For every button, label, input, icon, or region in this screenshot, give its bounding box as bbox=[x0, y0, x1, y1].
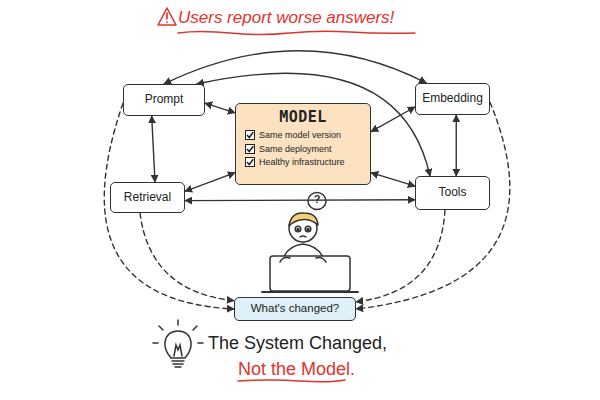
component-box: Embedding bbox=[415, 83, 490, 115]
checkbox-square bbox=[246, 131, 255, 140]
thought-bubble bbox=[308, 193, 326, 210]
laptop-base bbox=[262, 291, 358, 293]
person-hair bbox=[289, 213, 318, 226]
component-box: Tools bbox=[415, 176, 490, 210]
checkbox-tick bbox=[247, 133, 253, 138]
conclusion-emphasis: Not the Model. bbox=[238, 359, 355, 380]
dashed-connector bbox=[356, 102, 510, 309]
checklist-item: Same deployment bbox=[236, 144, 370, 154]
person-eye bbox=[295, 226, 301, 232]
laptop-screen bbox=[270, 256, 350, 291]
checkbox-icon bbox=[245, 144, 255, 154]
node-label: Embedding bbox=[422, 92, 483, 106]
warning-mark bbox=[166, 13, 168, 23]
checkbox-tick bbox=[247, 146, 253, 151]
caption-underline bbox=[238, 380, 345, 382]
person-pupil bbox=[307, 229, 309, 231]
dashed-connector bbox=[140, 213, 234, 301]
connector-arrow bbox=[185, 173, 235, 192]
person-hands bbox=[280, 258, 326, 263]
node-label: Retrieval bbox=[124, 191, 171, 205]
title-underline bbox=[178, 31, 415, 34]
node-heading: MODEL bbox=[236, 109, 370, 126]
node-label: Prompt bbox=[145, 93, 184, 107]
connector-arrow bbox=[205, 103, 235, 113]
connector-arrow bbox=[456, 115, 457, 176]
node-label: Tools bbox=[438, 186, 466, 200]
checkbox-icon bbox=[245, 130, 255, 140]
lightbulb-icon bbox=[153, 320, 203, 367]
bulb-base bbox=[172, 361, 184, 367]
bulb-filament bbox=[174, 345, 182, 356]
person-figure bbox=[262, 193, 358, 293]
checkbox-icon bbox=[245, 157, 255, 167]
model-box: MODEL Same model versionSame deploymentHe… bbox=[235, 103, 371, 185]
person-pupil bbox=[297, 229, 299, 231]
connector-arrow bbox=[371, 107, 415, 132]
bulb-glass bbox=[165, 331, 191, 358]
question-box: What's changed? bbox=[234, 297, 356, 321]
checkbox-square bbox=[246, 158, 255, 167]
connector-arrow bbox=[152, 116, 155, 182]
connector-arrow bbox=[371, 173, 415, 187]
checklist-item: Healthy infrastructure bbox=[236, 157, 370, 167]
question-mark: ? bbox=[311, 193, 323, 205]
checklist-text: Same model version bbox=[259, 130, 341, 140]
connector-arrow bbox=[185, 199, 415, 201]
dashed-connector bbox=[104, 103, 234, 309]
connector-arrow bbox=[197, 73, 430, 176]
component-box: Retrieval bbox=[110, 182, 185, 213]
dashed-connector bbox=[356, 210, 445, 302]
diagram-title: Users report worse answers! bbox=[178, 8, 394, 28]
warning-icon bbox=[158, 8, 176, 25]
bulb-rays bbox=[153, 320, 203, 343]
conclusion-text: The System Changed, bbox=[208, 333, 387, 354]
person-mouth bbox=[300, 236, 306, 237]
checklist-text: Same deployment bbox=[259, 144, 332, 154]
checkbox-tick bbox=[247, 159, 253, 164]
checklist-text: Healthy infrastructure bbox=[259, 157, 345, 167]
checklist-item: Same model version bbox=[236, 130, 370, 140]
person-eye bbox=[305, 226, 311, 232]
node-label: What's changed? bbox=[251, 302, 340, 315]
connector-arrow bbox=[164, 51, 426, 84]
warning-triangle bbox=[158, 8, 176, 25]
component-box: Prompt bbox=[123, 84, 205, 116]
checkbox-square bbox=[246, 144, 255, 153]
